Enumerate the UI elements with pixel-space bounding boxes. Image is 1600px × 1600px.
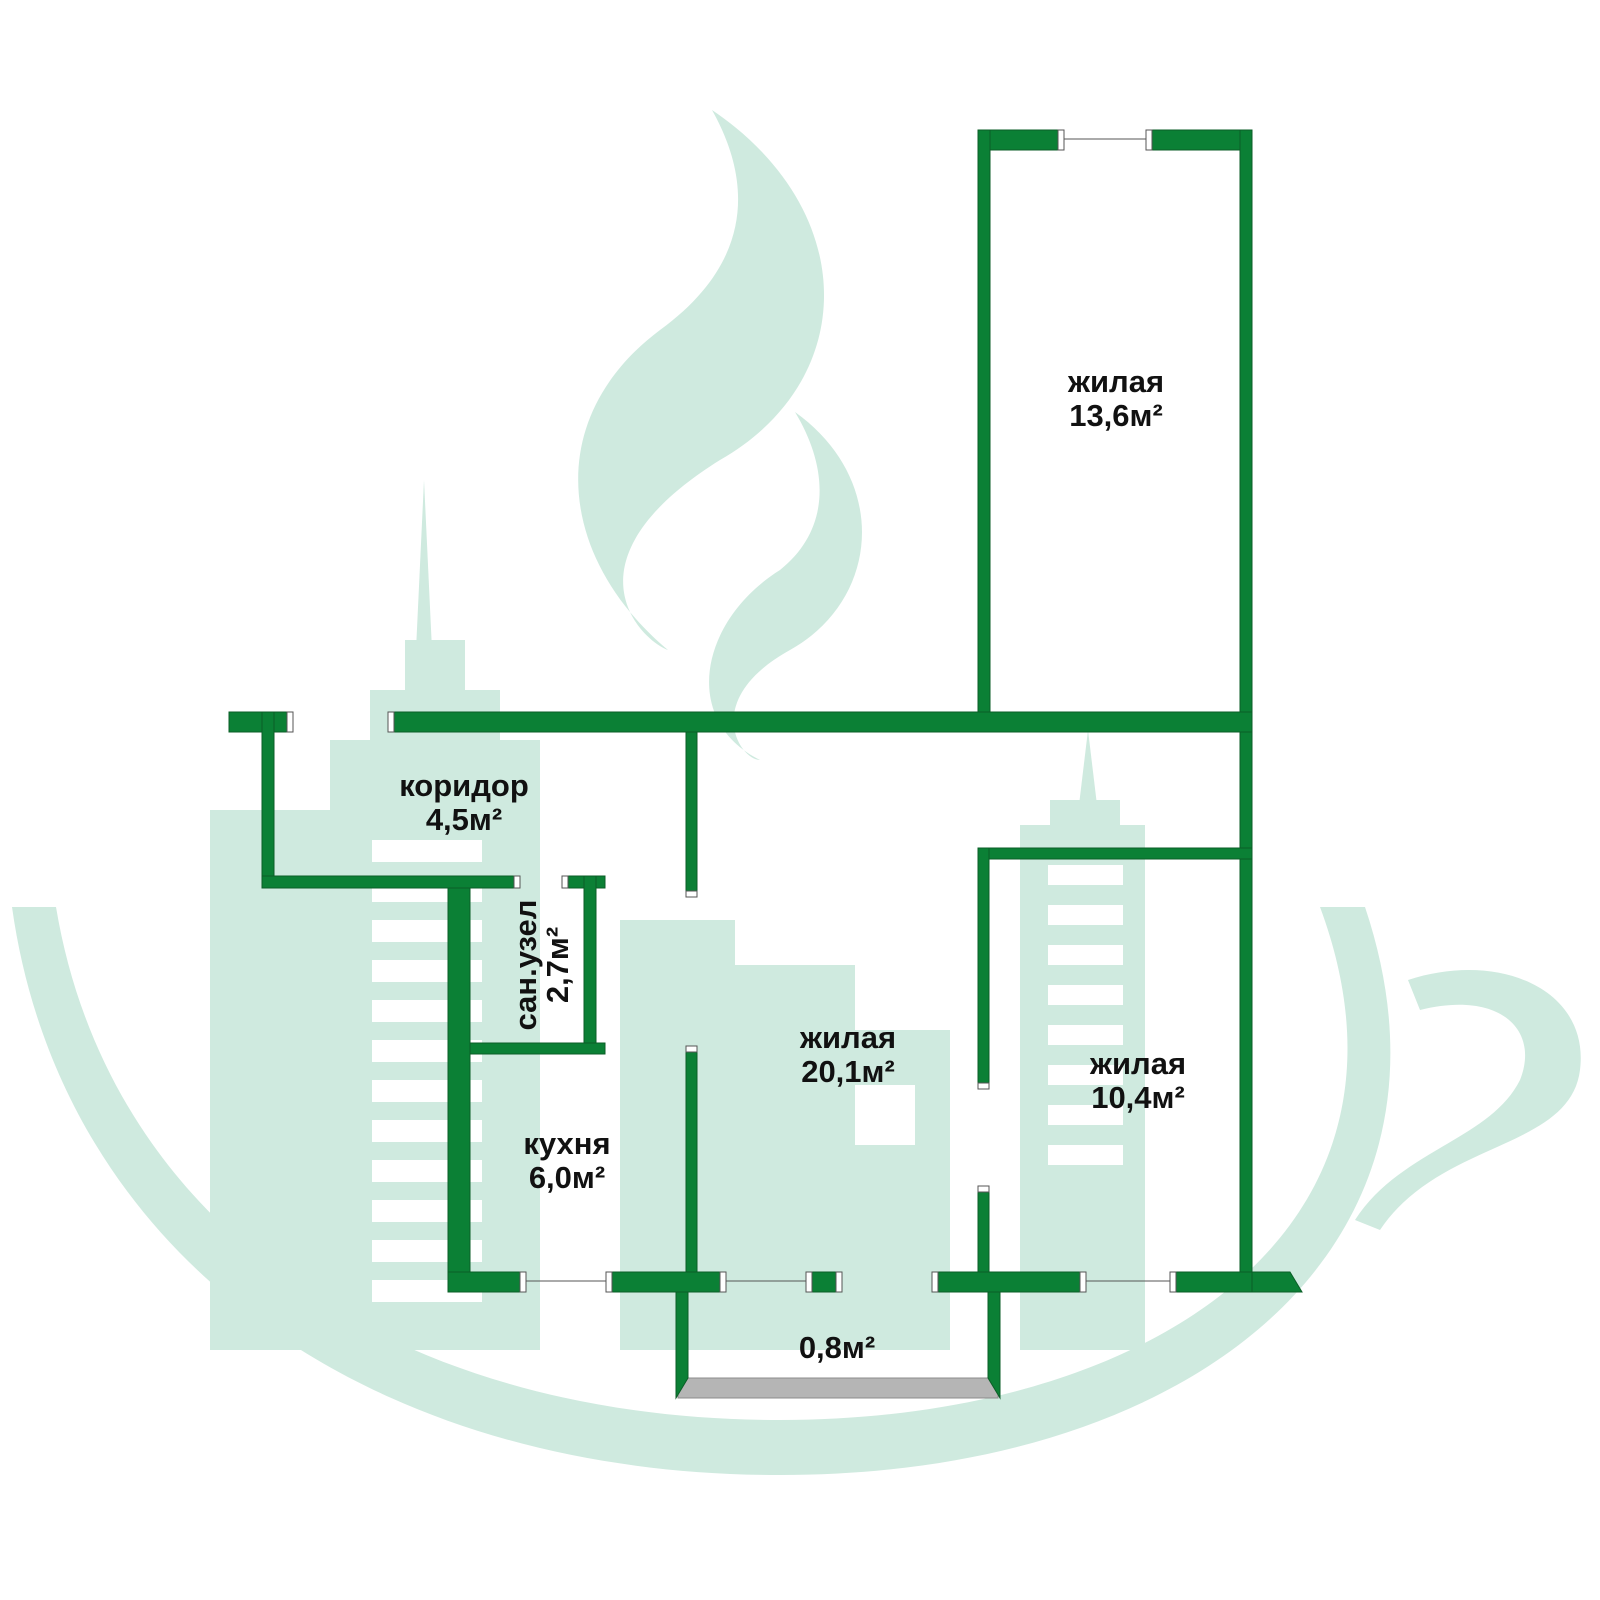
watermark-building: [850, 1030, 950, 1350]
door-jamb: [931, 1271, 939, 1293]
wall: [1251, 1271, 1303, 1293]
window-jamb: [805, 1271, 813, 1293]
watermark-steam-large: [578, 110, 825, 650]
window-jamb: [719, 1271, 727, 1293]
teacup-city-skyline-logo: [12, 110, 1581, 1475]
door-jamb: [561, 875, 569, 889]
door-jamb: [835, 1271, 843, 1293]
wall: [675, 1291, 689, 1400]
room-area-living-center: 20,1м²: [801, 1054, 895, 1089]
wall: [685, 1045, 698, 1275]
wall: [609, 1271, 723, 1293]
room-labels: жилая 13,6м² коридор 4,5м² сан.узел 2,7м…: [399, 364, 1186, 1365]
door-jamb: [685, 890, 698, 898]
wall: [977, 847, 1253, 860]
window-jamb: [1169, 1271, 1177, 1293]
wall: [987, 1291, 1001, 1400]
wall: [261, 875, 521, 889]
walls: [228, 129, 1303, 1400]
wall: [389, 711, 1253, 733]
door-jamb: [387, 711, 395, 733]
wall: [685, 731, 698, 898]
wall: [977, 129, 1064, 151]
room-name-living-top: жилая: [1067, 364, 1164, 399]
room-area-bathroom: 2,7м²: [540, 927, 575, 1003]
room-area-kitchen: 6,0м²: [529, 1160, 605, 1195]
room-name-kitchen: кухня: [523, 1126, 610, 1161]
window-jamb: [1057, 129, 1065, 151]
wall: [1239, 129, 1253, 1293]
watermark-building: [405, 640, 465, 700]
watermark-spire: [416, 480, 432, 650]
room-name-living-center: жилая: [799, 1020, 896, 1055]
door-jamb: [685, 1045, 698, 1053]
balcony: [677, 1377, 999, 1399]
room-name-bathroom: сан.узел: [508, 900, 543, 1031]
room-area-living-top: 13,6м²: [1069, 398, 1163, 433]
watermark-spire: [1079, 730, 1097, 805]
window-jamb: [519, 1271, 527, 1293]
watermark-steam-small: [709, 412, 862, 760]
wall: [977, 1185, 990, 1277]
watermark-cup-handle: [1355, 970, 1581, 1230]
wall: [1147, 129, 1251, 151]
window-jamb: [1145, 129, 1153, 151]
room-label-bathroom: сан.узел 2,7м²: [508, 900, 575, 1031]
window-jamb: [605, 1271, 613, 1293]
wall: [934, 1271, 1084, 1293]
door-jamb: [513, 875, 521, 889]
door-jamb: [977, 1082, 990, 1090]
wall: [583, 875, 597, 1053]
wall: [447, 1271, 526, 1293]
room-area-corridor: 4,5м²: [426, 802, 502, 837]
wall: [447, 887, 471, 1293]
balcony-railing: [677, 1377, 999, 1399]
window-jamb: [1079, 1271, 1087, 1293]
room-name-living-right: жилая: [1089, 1046, 1186, 1081]
wall: [977, 847, 990, 1089]
wall: [977, 129, 991, 713]
windows: [286, 129, 1177, 1293]
room-name-corridor: коридор: [399, 768, 529, 803]
wall: [261, 711, 275, 889]
door-jamb: [977, 1185, 990, 1193]
room-area-living-right: 10,4м²: [1091, 1080, 1185, 1115]
wall: [228, 711, 293, 733]
wall: [469, 1042, 606, 1055]
door-jamb: [286, 711, 294, 733]
wall: [1172, 1271, 1253, 1293]
room-area-balcony: 0,8м²: [799, 1330, 875, 1365]
